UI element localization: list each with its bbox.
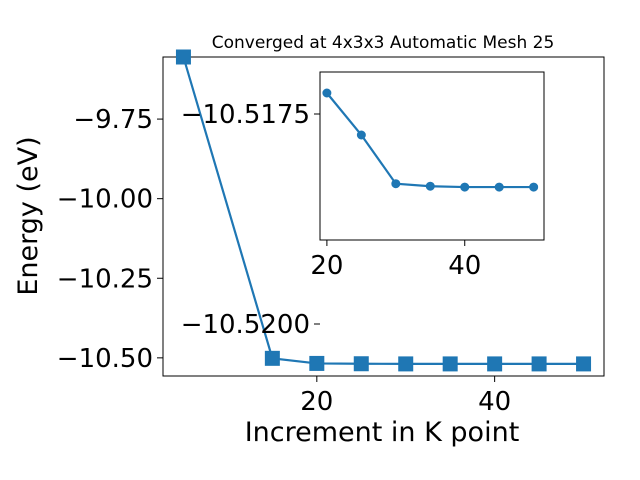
x-axis-label: Increment in K point xyxy=(245,417,520,448)
inset-y-tick-label: −10.5200 xyxy=(181,310,310,340)
main-data-point xyxy=(353,356,369,372)
main-y-tick-label: −10.00 xyxy=(57,185,153,215)
main-y-tick-label: −10.25 xyxy=(57,264,153,294)
inset-data-point xyxy=(425,181,435,191)
main-y-tick-label: −10.50 xyxy=(57,344,153,374)
y-axis-label: Energy (eV) xyxy=(13,136,44,295)
inset-data-point xyxy=(460,182,470,192)
main-data-point xyxy=(264,350,280,366)
inset-x-tick-label: 20 xyxy=(310,251,343,281)
main-plot-frame xyxy=(162,56,605,377)
main-data-point xyxy=(175,49,191,65)
inset-data-point xyxy=(322,88,332,98)
main-ticks: 20 40 −9.75 −10.00 −10.25 −10.50 xyxy=(57,105,511,417)
main-x-tick-label: 20 xyxy=(300,387,333,417)
main-data-point xyxy=(442,356,458,372)
main-data-point xyxy=(398,356,414,372)
main-data-point xyxy=(487,356,503,372)
main-data-point xyxy=(531,356,547,372)
inset-data-point xyxy=(391,179,401,189)
inset-y-tick-label: −10.5175 xyxy=(181,100,310,130)
inset-data-point xyxy=(356,130,366,140)
main-data-point xyxy=(309,355,325,371)
inset-x-tick-label: 40 xyxy=(448,251,481,281)
inset-plot-frame xyxy=(319,71,545,241)
main-data-point xyxy=(576,356,592,372)
main-markers xyxy=(175,49,592,372)
main-x-tick-label: 40 xyxy=(478,387,511,417)
main-y-tick-label: −9.75 xyxy=(73,105,153,135)
chart-title: Converged at 4x3x3 Automatic Mesh 25 xyxy=(212,33,555,53)
inset-markers xyxy=(322,88,539,192)
inset-data-point xyxy=(494,182,504,192)
inset-ticks: 20 40 −10.5200 −10.5175 xyxy=(181,100,482,340)
inset-data-point xyxy=(529,182,539,192)
